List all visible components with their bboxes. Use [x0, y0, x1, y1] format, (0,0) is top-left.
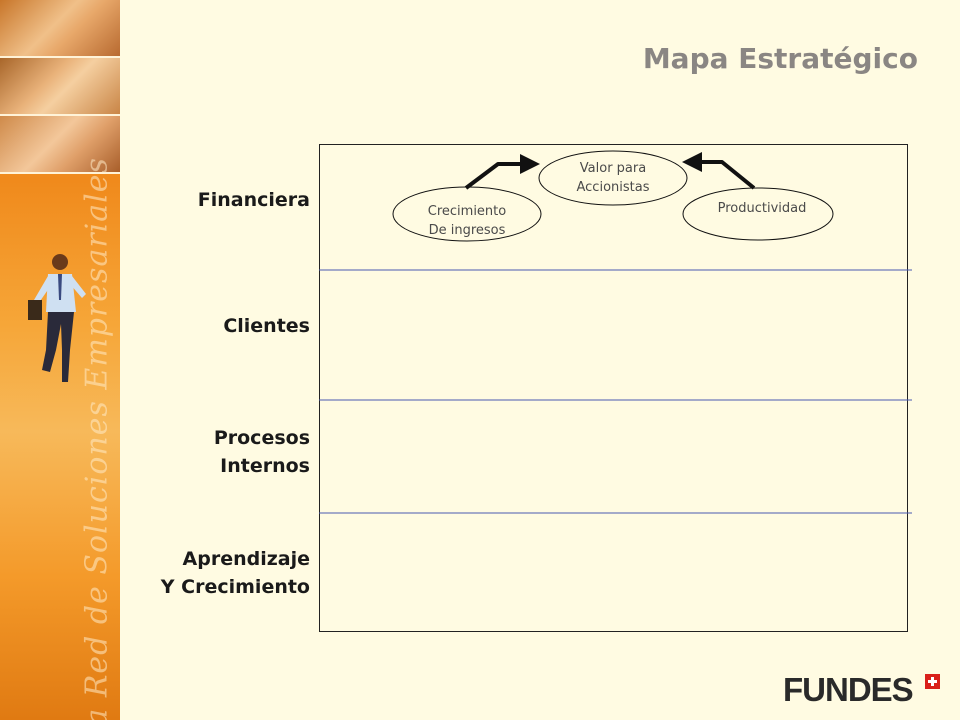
perspective-label: Clientes — [223, 315, 310, 337]
perspective-label: Financiera — [197, 189, 310, 211]
face-photo — [0, 0, 120, 58]
node-label: Productividad — [718, 201, 807, 216]
arrow-crecimiento-to-valor — [464, 154, 540, 190]
arrow-productividad-to-valor — [682, 152, 756, 190]
node-crecimiento-ingresos: Crecimiento De ingresos — [392, 186, 542, 242]
running-man-icon — [28, 254, 86, 382]
node-label: Accionistas — [577, 180, 650, 195]
node-label: Crecimiento — [428, 204, 507, 219]
handshake-photo — [0, 116, 120, 174]
swiss-cross-icon — [925, 674, 940, 689]
eye-photo — [0, 58, 120, 116]
perspective-label: Internos — [220, 455, 310, 477]
node-productividad: Productividad — [682, 187, 834, 241]
node-label: Valor para — [580, 161, 646, 176]
perspective-label: Procesos — [213, 427, 310, 449]
diagram-frame — [319, 144, 908, 632]
sidebar-banner: La Red de Soluciones Empresariales — [0, 0, 120, 720]
perspective-aprendizaje: Aprendizaje Y Crecimiento — [161, 545, 310, 601]
fundes-logo: FUNDES — [783, 671, 914, 708]
perspective-procesos: Procesos Internos — [214, 424, 310, 480]
perspective-label: Y Crecimiento — [160, 576, 310, 598]
page-title: Mapa Estratégico — [642, 42, 918, 75]
perspective-clientes: Clientes — [223, 312, 310, 340]
node-valor-accionistas: Valor para Accionistas — [538, 150, 688, 206]
perspective-financiera: Financiera — [198, 186, 310, 214]
node-label: De ingresos — [429, 223, 506, 238]
perspective-label: Aprendizaje — [182, 548, 310, 570]
